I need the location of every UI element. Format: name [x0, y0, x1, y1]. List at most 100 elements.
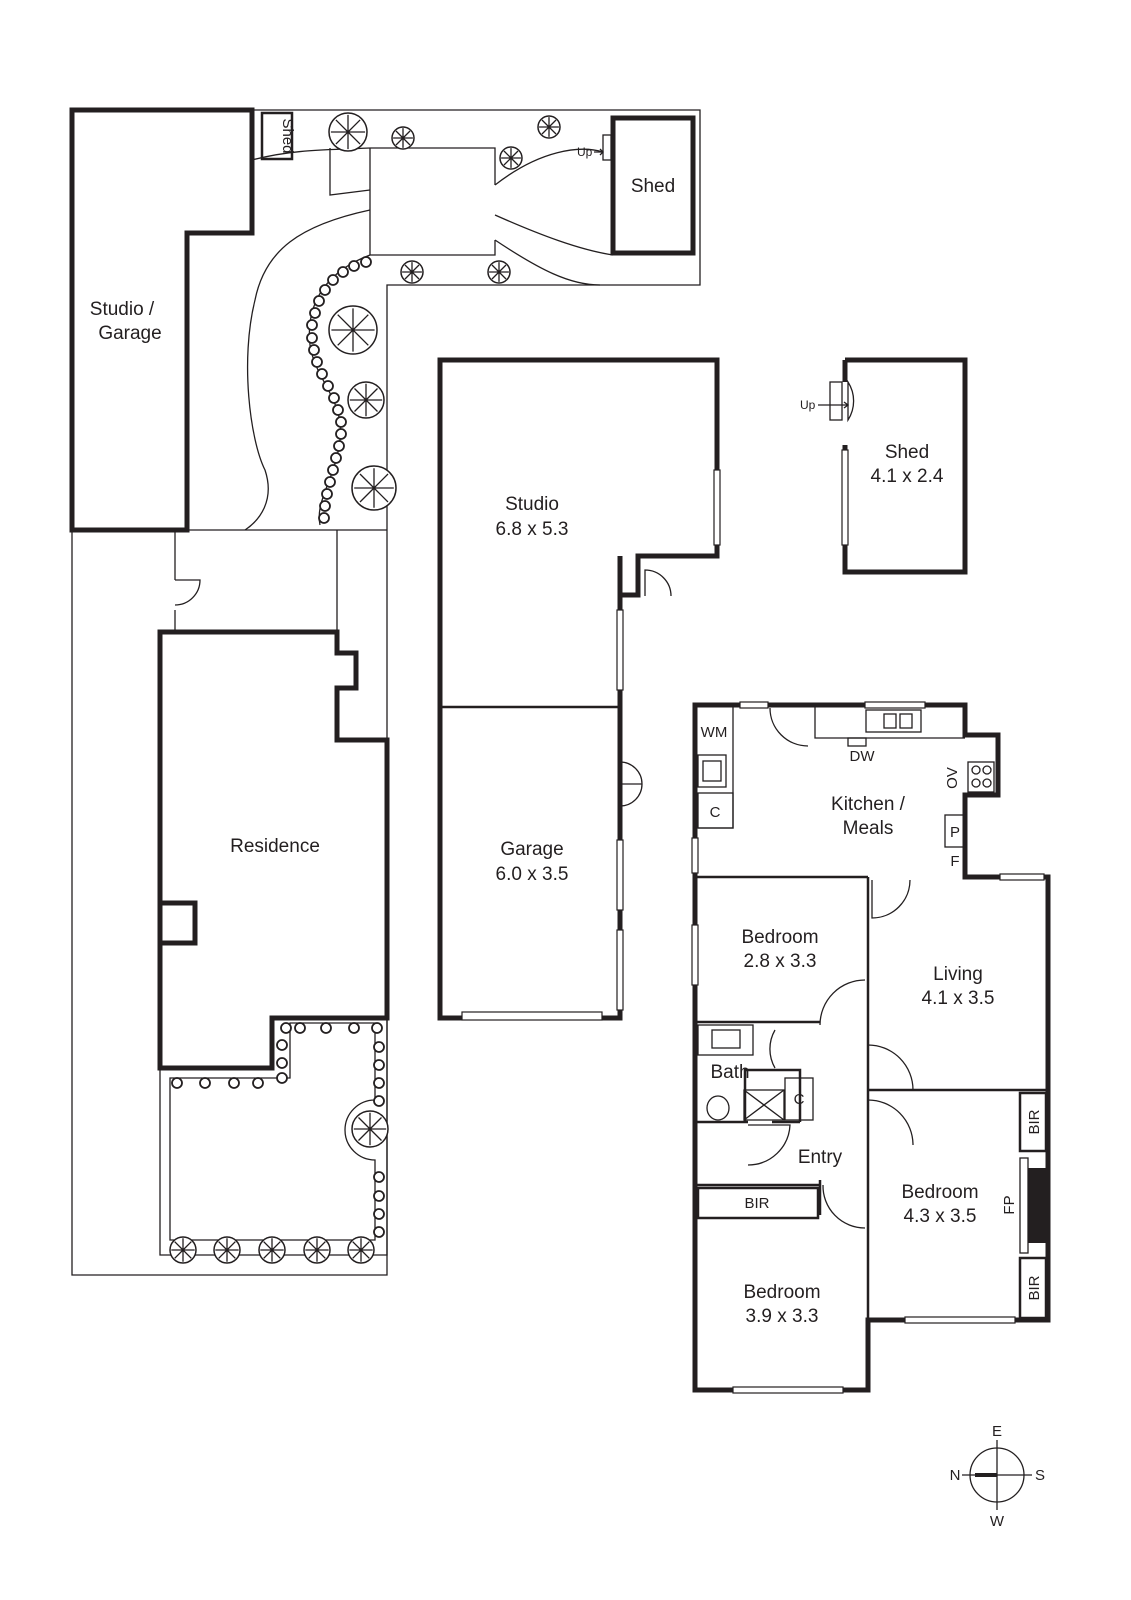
shrub-icon [373, 1059, 385, 1071]
bir-bottom-label: BIR [1026, 1275, 1043, 1300]
house-window-kitchen-left [691, 837, 699, 874]
living-size: 4.1 x 3.5 [922, 988, 995, 1009]
bath-c-label: C [794, 1091, 805, 1108]
shrub-icon [373, 1208, 385, 1220]
dw-label: DW [850, 748, 876, 765]
site-studio-garage-label-2: Garage [98, 323, 161, 344]
shrub-icon [306, 332, 318, 344]
shed-plan: Up Shed 4.1 x 2.4 [800, 357, 968, 575]
garage-name: Garage [500, 839, 563, 860]
site-side-door [174, 579, 201, 606]
bedroom1-size: 2.8 x 3.3 [744, 951, 817, 972]
shrub-icon [318, 512, 330, 524]
shrub-icon [371, 1022, 383, 1034]
bedroom3-name: Bedroom [743, 1282, 820, 1303]
cooktop-burner-2 [982, 765, 992, 775]
house-outline [692, 702, 1051, 1393]
shrub-icon [373, 1077, 385, 1089]
site-plan: Studio / Garage Shed Shed Up Residence [69, 107, 701, 1276]
site-large-shed-label: Shed [631, 176, 675, 197]
bedroom3-size: 3.9 x 3.3 [746, 1306, 819, 1327]
shrub-icon [373, 1171, 385, 1183]
tree-branches [489, 262, 509, 282]
shrub-icon [276, 1057, 288, 1069]
tree-branches [349, 1238, 373, 1262]
tree-branches [353, 1112, 387, 1146]
cooktop-burner-3 [971, 778, 981, 788]
dishwasher-mark [847, 737, 867, 747]
site-large-shed [610, 115, 696, 256]
site-path-curve [494, 148, 614, 286]
ov-label: OV [944, 767, 961, 789]
kitchen-label-1: Kitchen / [831, 794, 906, 815]
shrub-icon [348, 260, 360, 272]
bath-cupboard [784, 1077, 814, 1121]
site-shed-step [602, 134, 612, 161]
compass-s: S [1035, 1467, 1045, 1484]
shrub-icon [373, 1226, 385, 1238]
bath-basin [711, 1029, 741, 1049]
compass: E N S W [950, 1423, 1045, 1530]
garage-size: 6.0 x 3.5 [496, 864, 569, 885]
wm-label: WM [701, 724, 728, 741]
shrub-icon [348, 1022, 360, 1034]
garage-window-2 [616, 929, 624, 1011]
site-studio-garage-outline [69, 107, 255, 533]
site-studio-garage-label-1: Studio / [90, 299, 155, 320]
kitchen-sink [865, 709, 922, 733]
house-window-bed1 [691, 924, 699, 986]
house-window-laundry [739, 701, 769, 709]
site-patio [369, 147, 496, 256]
pantry-label: P [950, 824, 960, 841]
shrub-icon [373, 1041, 385, 1053]
shrub-icon [309, 307, 321, 319]
shrub-icon [319, 500, 331, 512]
entry-label: Entry [798, 1147, 843, 1168]
shrub-icon [311, 356, 323, 368]
house-interior-walls [695, 875, 1048, 1320]
bir-top-label: BIR [1026, 1109, 1043, 1134]
shrub-icon [319, 284, 331, 296]
shrub-icon [337, 266, 349, 278]
bath-door [769, 1029, 776, 1069]
laundry-wm-inner [702, 760, 722, 782]
shed-up-arrow [818, 401, 850, 409]
fp-label: FP [1001, 1195, 1018, 1214]
shed-size: 4.1 x 2.4 [871, 466, 944, 487]
studio-garage-plan: Studio 6.8 x 5.3 Garage 6.0 x 3.5 [437, 357, 721, 1021]
toilet [706, 1095, 730, 1121]
tree-branches [501, 148, 521, 168]
shrub-icon [324, 476, 336, 488]
shrub-icon [330, 452, 342, 464]
bir-bed3-label: BIR [744, 1195, 769, 1212]
bedroom3-door [822, 1184, 866, 1229]
tree-branches [402, 262, 422, 282]
shrub-icon [199, 1077, 211, 1089]
sink-bowl-2 [899, 713, 913, 729]
studio-size: 6.8 x 5.3 [496, 519, 569, 540]
sink-bowl-1 [883, 713, 897, 729]
living-name: Living [933, 964, 983, 985]
shrub-icon [373, 1095, 385, 1107]
house-window-bed2 [904, 1316, 1016, 1324]
shed-step [829, 381, 843, 421]
fireplace [1028, 1168, 1046, 1243]
shrub-icon [252, 1077, 264, 1089]
shrub-icon [373, 1190, 385, 1202]
shrub-icon [360, 256, 372, 268]
shrub-icon [335, 428, 347, 440]
tree-branches [393, 128, 413, 148]
tree-branches [349, 383, 383, 417]
bedroom2-name: Bedroom [901, 1182, 978, 1203]
shed-door [847, 379, 855, 423]
pantry [944, 814, 966, 848]
house-window-living [999, 873, 1045, 881]
studio-name: Studio [505, 494, 559, 515]
cooktop [967, 761, 995, 793]
studio-garage-outline [437, 357, 720, 1021]
kitchen-c-label: C [710, 804, 721, 821]
shrub-icon [171, 1077, 183, 1089]
tree-branches [305, 1238, 329, 1262]
studio-door [644, 569, 672, 597]
